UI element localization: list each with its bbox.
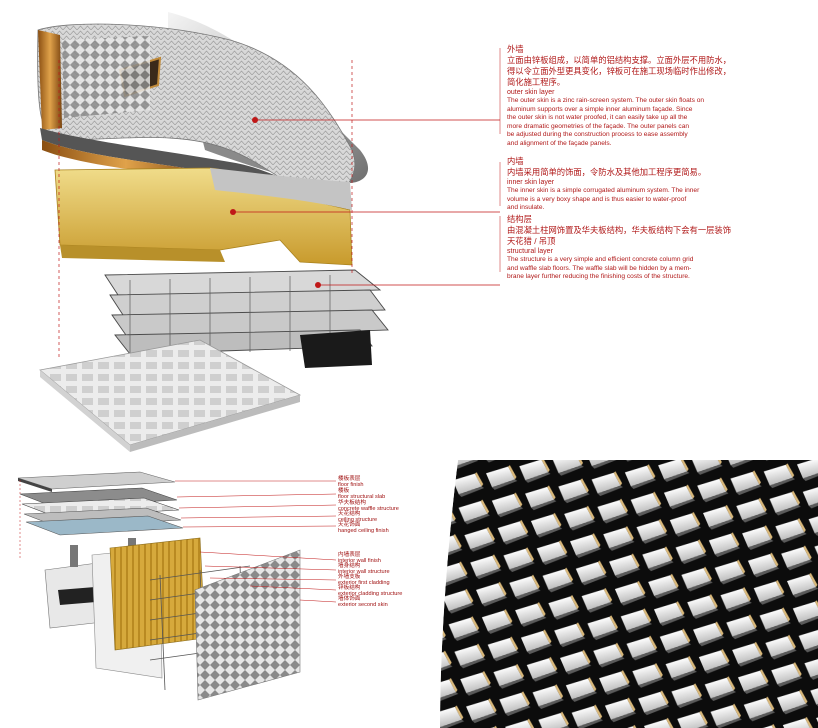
structural-en-line: and waffle slab floors. The waffle slab … <box>507 264 692 272</box>
floor-leader-lines <box>19 480 337 560</box>
floor-label: 天花结构 ceiling structure <box>338 511 418 524</box>
outer-skin-cn-line: 立面由锌板组成，以简单的铝结构支撑。立面外层不用防水， <box>507 55 732 65</box>
outer-skin-cn-line: 得以令立面外型更具变化，锌板可在施工现场临时作出修改， <box>507 66 732 76</box>
floor-label-en: hanged ceiling finish <box>338 528 389 535</box>
outer-skin-en-line: The outer skin is a zinc rain-screen sys… <box>507 97 705 104</box>
floor-label-en: floor structural slab <box>338 494 386 501</box>
floor-label-cn: 天花结构 <box>338 511 361 517</box>
inner-skin-en-line: The inner skin is a simple corrugated al… <box>507 187 700 194</box>
structural-en-line: brane layer further reducing the finishi… <box>507 273 690 281</box>
wall-layers-diagram <box>44 537 301 701</box>
floor-label-en: concrete waffle structure <box>338 506 399 513</box>
floor-label: 楼板 floor structural slab <box>338 488 418 501</box>
outer-skin-cn-title: 外墙 <box>507 44 524 54</box>
structural-cn-title: 结构层 <box>507 214 532 224</box>
structural-cn-line: 由混凝土柱网饰置及华夫板结构，华夫板结构下会有一层装饰 <box>507 225 732 235</box>
wall-label-en: interior wall finish <box>338 558 381 565</box>
wall-label: 墙体饰面 exterior second skin <box>338 596 418 609</box>
wall-label-en: exterior second skin <box>338 602 388 609</box>
wall-label-cn: 墙体饰面 <box>338 596 361 602</box>
outer-skin-layer <box>37 12 369 206</box>
wall-label: 锌板结构 exterior cladding structure <box>338 585 418 598</box>
inner-skin-en-line: volume is a very boxy shape and is thus … <box>507 195 687 203</box>
inner-skin-text: 内墙 内墙采用简单的饰面，令防水及其他加工程序更简易。 inner skin l… <box>507 156 812 213</box>
inner-skin-cn-line: 内墙采用简单的饰面，令防水及其他加工程序更简易。 <box>507 167 707 177</box>
structural-en-line: The structure is a very simple and effic… <box>507 256 694 263</box>
wall-label-en: exterior cladding structure <box>338 591 403 598</box>
floor-layers-diagram <box>17 471 184 536</box>
facade-tile-render <box>430 460 818 728</box>
wall-label-en: exterior first cladding <box>338 580 390 587</box>
outer-skin-cn-line: 简化施工程序。 <box>507 77 566 87</box>
outer-skin-en-line: more dramatic geometries of the façade. … <box>507 122 690 130</box>
main-leader-lines <box>58 48 501 360</box>
floor-label-en: ceiling structure <box>338 517 378 524</box>
outer-skin-en-line: be adjusted during the construction proc… <box>507 131 688 139</box>
floor-label: 天花饰面 hanged ceiling finish <box>338 522 418 535</box>
floor-label: 楼板表层 floor finish <box>338 476 418 489</box>
wall-label-cn: 内墙表层 <box>338 552 361 558</box>
wall-label: 墙身结构 interior wall structure <box>338 563 418 576</box>
inner-skin-layer <box>54 167 353 266</box>
inner-skin-en-line: and insulate. <box>507 204 545 212</box>
wall-label-cn: 外墙支板 <box>338 574 361 580</box>
wall-label-en: interior wall structure <box>338 569 390 576</box>
structural-text: 结构层 由混凝土柱网饰置及华夫板结构，华夫板结构下会有一层装饰 天花猎 / 吊顶… <box>507 214 812 282</box>
wall-label-cn: 墙身结构 <box>338 563 361 569</box>
outer-skin-en-line: aluminum supports over a simple inner al… <box>507 105 693 113</box>
wall-label: 内墙表层 interior wall finish <box>338 552 418 565</box>
wall-leader-lines <box>199 551 337 603</box>
floor-label-cn: 天花饰面 <box>338 522 361 528</box>
inner-skin-cn-title: 内墙 <box>507 156 524 166</box>
wall-label: 外墙支板 exterior first cladding <box>338 574 418 587</box>
structural-layer <box>39 269 389 452</box>
outer-skin-en-line: the outer skin is not water proofed, it … <box>507 114 688 122</box>
structural-en-title: structural layer <box>507 248 553 255</box>
structural-cn-line: 天花猎 / 吊顶 <box>507 236 556 246</box>
floor-label-cn: 华夫板结构 <box>338 500 366 506</box>
main-leader-dots <box>230 117 321 288</box>
inner-skin-en-title: inner skin layer <box>507 179 555 186</box>
floor-label-en: floor finish <box>338 482 364 489</box>
wall-label-cn: 锌板结构 <box>338 585 361 591</box>
floor-label-cn: 楼板 <box>338 488 350 494</box>
outer-skin-text: 外墙 立面由锌板组成，以简单的铝结构支撑。立面外层不用防水， 得以令立面外型更具… <box>507 44 812 149</box>
floor-label: 华夫板结构 concrete waffle structure <box>338 500 418 513</box>
outer-skin-en-title: outer skin layer <box>507 89 555 96</box>
floor-label-cn: 楼板表层 <box>338 476 361 482</box>
outer-skin-en-line: and alignment of the façade panels. <box>507 139 612 147</box>
